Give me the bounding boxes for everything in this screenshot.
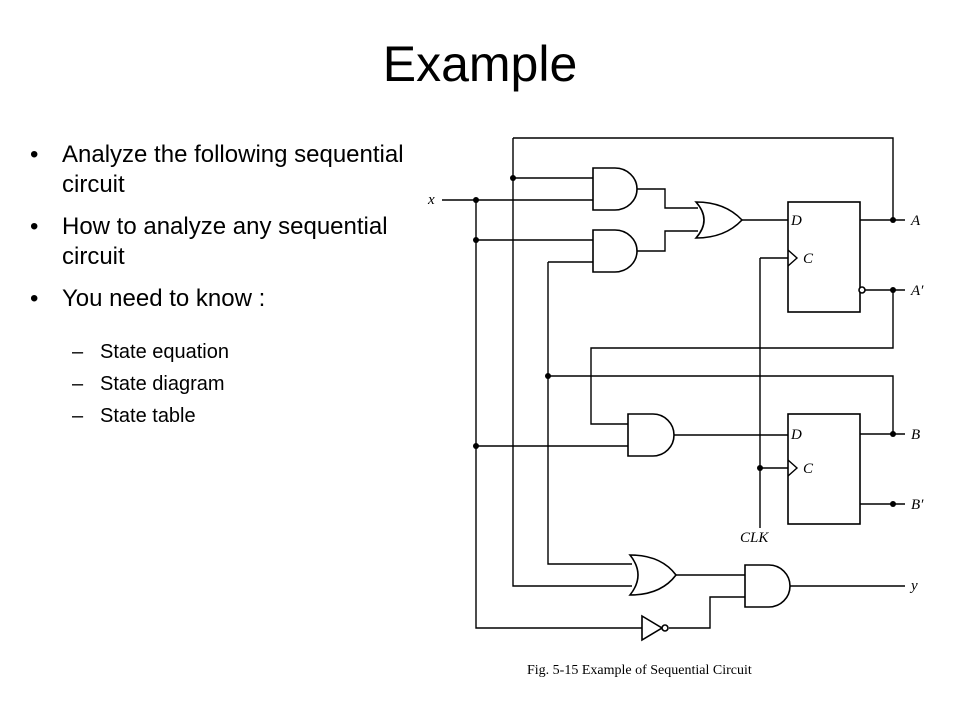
output-y-label: y: [909, 578, 918, 594]
flip-flop-b-c-label: C: [803, 461, 814, 477]
input-x-label: x: [427, 192, 435, 208]
bullet-item: Analyze the following sequential circuit: [28, 140, 408, 200]
output-a-label: A: [910, 213, 921, 229]
clock-label: CLK: [740, 530, 769, 546]
flip-flop-b-d-label: D: [790, 427, 802, 443]
flip-flop-b: [787, 413, 861, 525]
flip-flop-a-c-label: C: [803, 251, 814, 267]
wires: [442, 137, 905, 629]
subbullet-item: State table: [72, 400, 392, 432]
bullet-item: You need to know :: [28, 284, 408, 314]
bullet-item: How to analyze any sequential circuit: [28, 212, 408, 272]
figure-caption: Fig. 5-15 Example of Sequential Circuit: [527, 663, 752, 678]
and-gate-1: [592, 167, 638, 211]
slide-title: Example: [382, 36, 578, 92]
flip-flop-a-d-label: D: [790, 213, 802, 229]
output-b-label: B: [911, 427, 920, 443]
and-gate-3: [627, 413, 675, 457]
and-gate-4: [744, 564, 791, 608]
flip-flop-a: [787, 201, 866, 313]
and-gate-2: [592, 229, 638, 273]
or-gate-2: [628, 554, 678, 596]
subbullet-list: State equation State diagram State table: [72, 336, 392, 432]
subbullet-item: State diagram: [72, 368, 392, 400]
inverter: [641, 614, 669, 642]
junction-dots: [473, 175, 896, 507]
output-a-prime-label: A′: [910, 283, 924, 299]
bullet-list: Analyze the following sequential circuit…: [28, 140, 408, 326]
subbullet-item: State equation: [72, 336, 392, 368]
or-gate-1: [694, 201, 744, 239]
output-b-prime-label: B′: [911, 497, 924, 513]
